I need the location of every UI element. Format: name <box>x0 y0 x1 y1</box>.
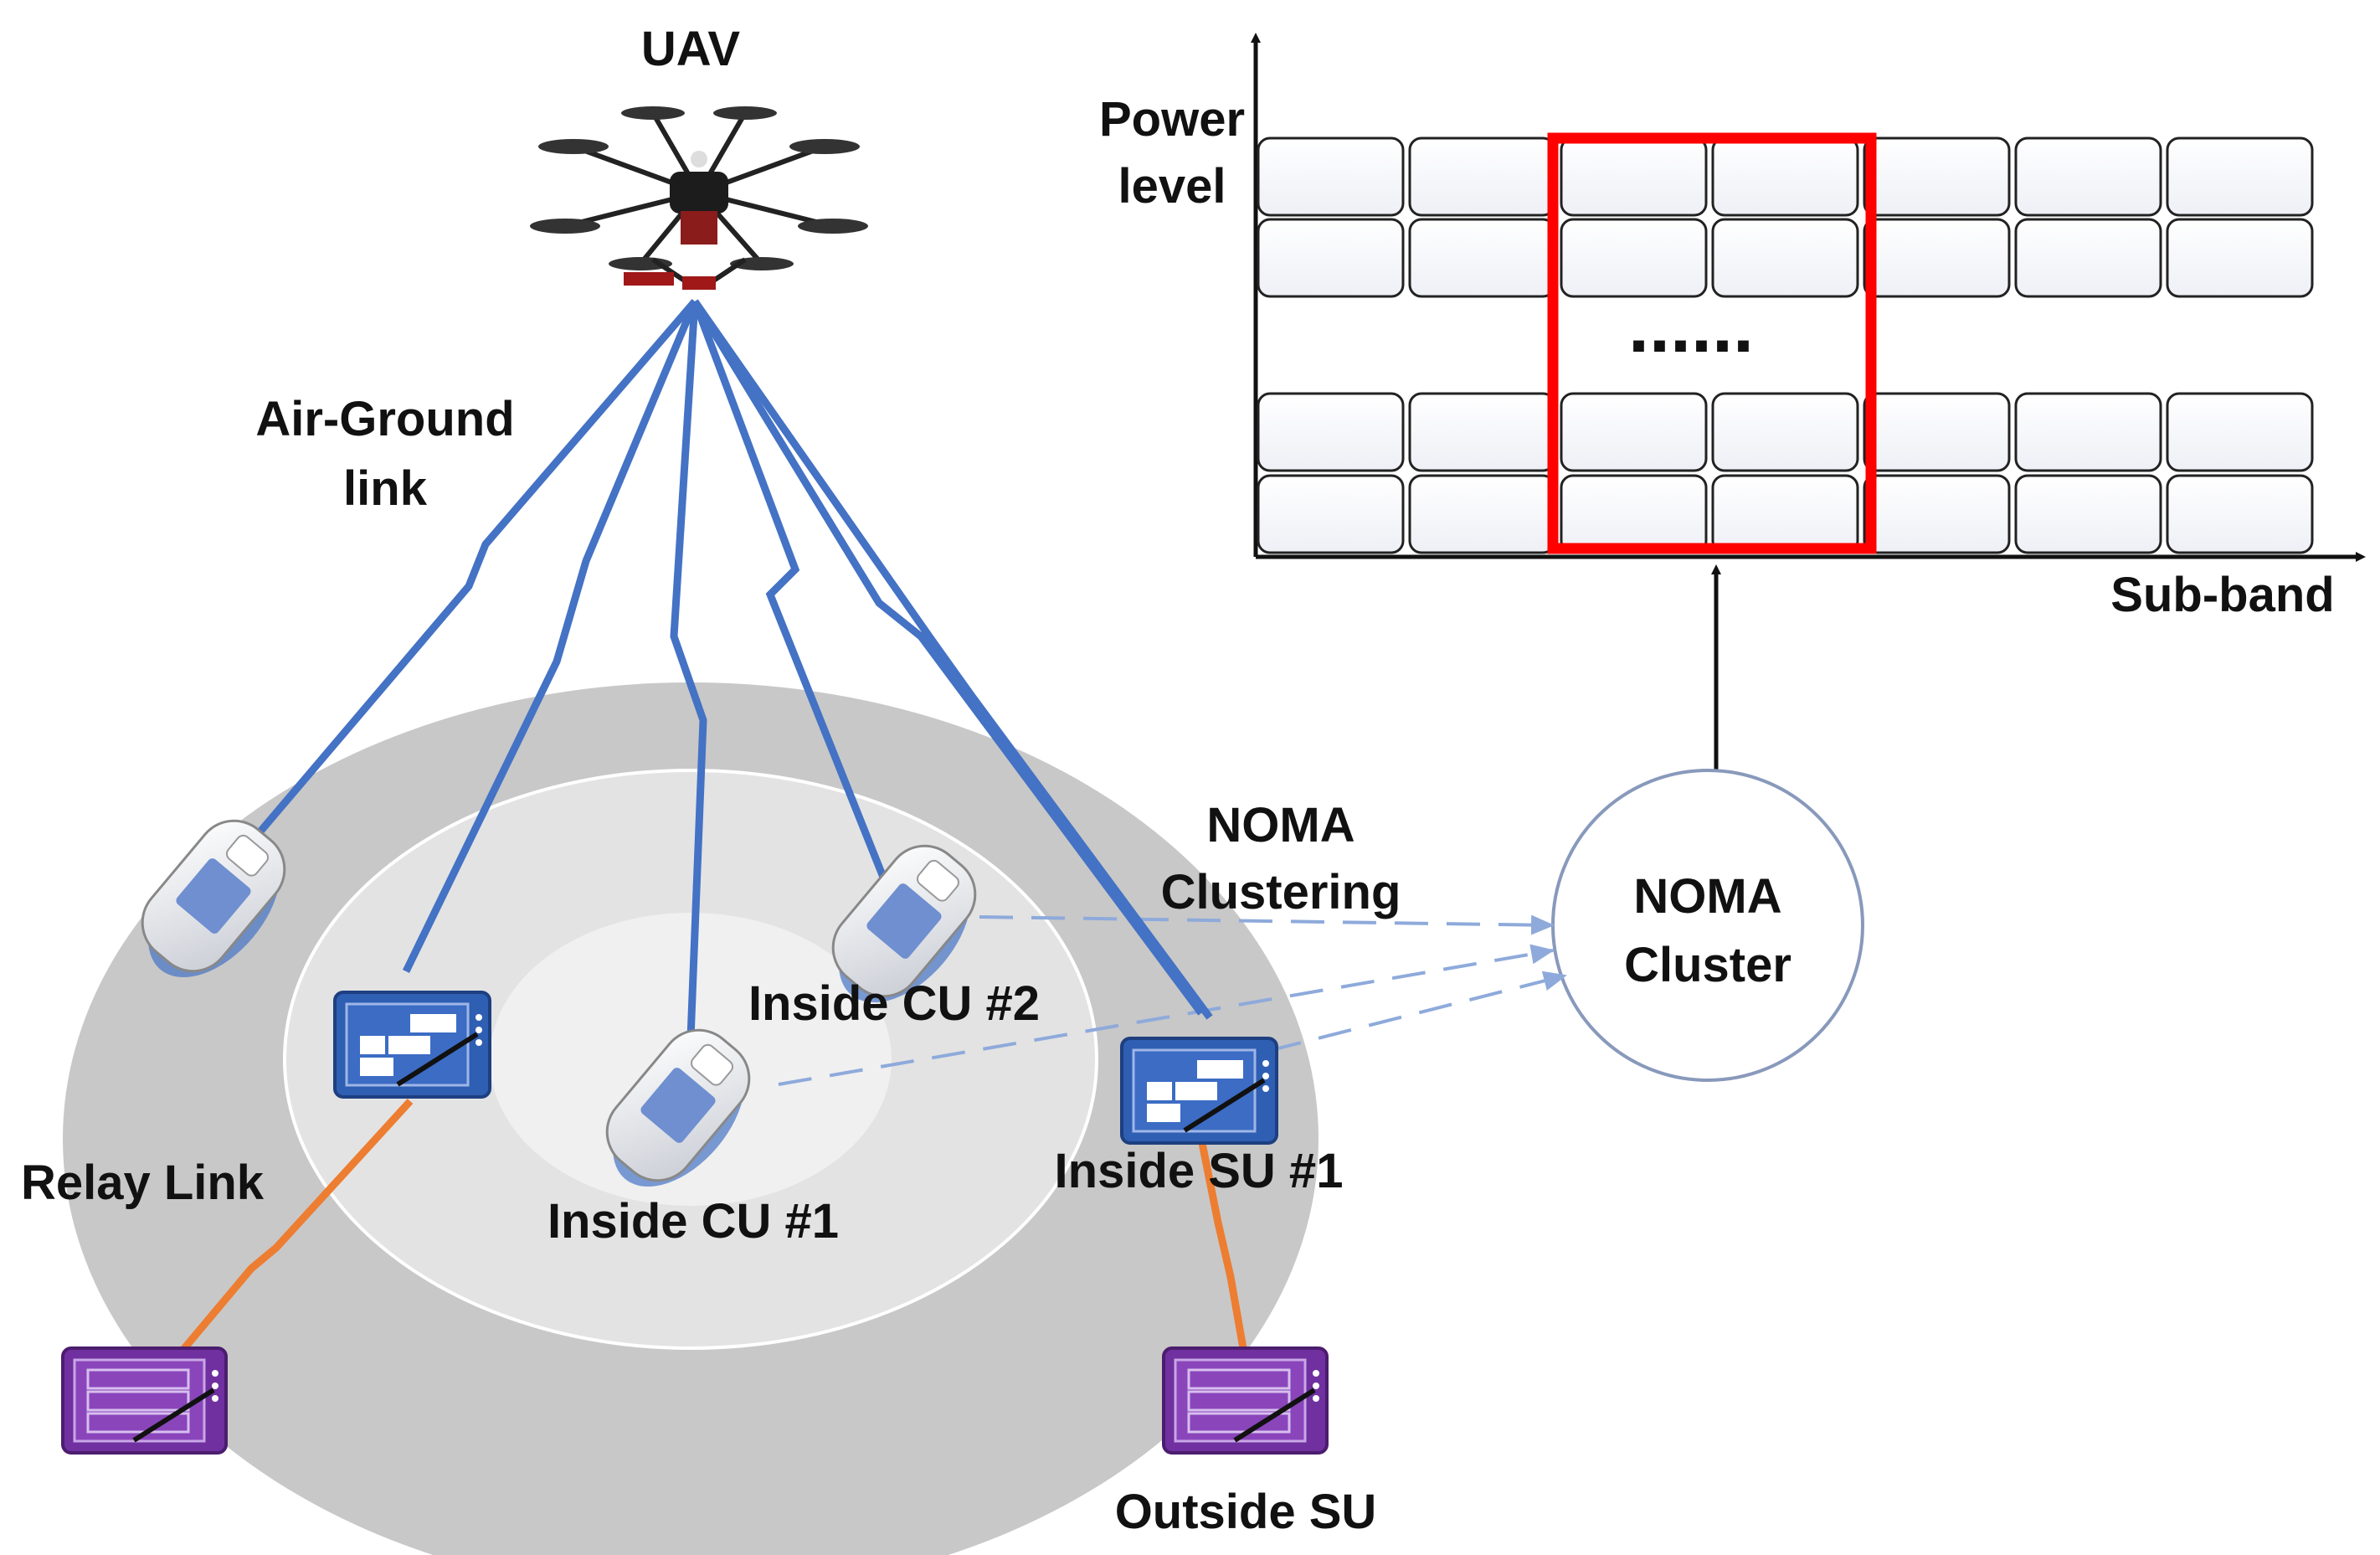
noma-cluster: NOMA Cluster <box>1551 564 1864 1082</box>
air-ground-label-2: link <box>343 461 428 516</box>
noma-clustering-links <box>778 914 1567 1086</box>
air-ground-link-phone-left <box>252 299 698 840</box>
noma-clustering-label-2: Clustering <box>1161 865 1401 919</box>
cu1-to-cluster-link <box>778 944 1555 1086</box>
uav-label: UAV <box>641 22 740 76</box>
cu2-to-cluster-link <box>979 914 1555 935</box>
grid-cell <box>1408 392 1556 472</box>
grid-cell <box>1711 474 1859 554</box>
power-level-label-1: Power <box>1099 92 1245 147</box>
tablet-icon <box>1162 1346 1329 1455</box>
noma-clustering-label-1: NOMA <box>1206 798 1354 852</box>
su1-to-cluster-link <box>1267 971 1567 1053</box>
outside-su-label: Outside SU <box>1115 1485 1377 1539</box>
phone-icon <box>605 1028 751 1187</box>
inside-su-1-label: Inside SU #1 <box>1055 1144 1344 1198</box>
grid-cell <box>1560 474 1708 554</box>
grid-cell <box>1863 474 2011 554</box>
grid-cell <box>1257 392 1405 472</box>
grid-cell <box>1408 136 1556 217</box>
air-ground-links <box>252 299 1213 1039</box>
grid-cell <box>2166 218 2314 298</box>
air-ground-link-cu1 <box>670 301 707 1039</box>
grid-cell <box>2014 136 2162 217</box>
inside-cu-2-label: Inside CU #2 <box>748 976 1040 1031</box>
grid-cell <box>1711 136 1859 217</box>
grid-cell <box>1257 218 1405 298</box>
relay-links <box>139 1098 1247 1401</box>
grid-cell <box>1560 392 1708 472</box>
grid-cell <box>1560 218 1708 298</box>
noma-cluster-label-2: Cluster <box>1624 938 1791 992</box>
power-subband-chart: ...... Power level Sub-band <box>1099 33 2366 622</box>
resource-grid <box>1257 136 2314 554</box>
grid-cell <box>1257 474 1405 554</box>
noma-cluster-highlight <box>1547 132 1877 554</box>
grid-cell <box>2166 474 2314 554</box>
air-ground-link-cu2 <box>691 300 892 889</box>
grid-cell <box>2166 392 2314 472</box>
air-ground-label-1: Air-Ground <box>255 392 514 446</box>
relay-link-right <box>1193 1117 1247 1349</box>
air-ground-link-su1-a <box>691 299 1205 1016</box>
grid-cell <box>1863 136 2011 217</box>
grid-cell <box>1863 218 2011 298</box>
grid-cell <box>1863 392 2011 472</box>
power-level-label-2: level <box>1118 159 1226 214</box>
phone-icon <box>141 819 286 978</box>
tablet-icon <box>333 991 491 1099</box>
air-ground-link-tablet-left <box>402 300 699 973</box>
grid-cell <box>1257 136 1405 217</box>
uav-icon <box>530 106 868 290</box>
air-ground-link-su1-b <box>691 299 1213 1020</box>
tablet-icon <box>1120 1037 1278 1145</box>
grid-cell <box>2014 218 2162 298</box>
grid-cell <box>1408 218 1556 298</box>
grid-cell <box>2014 474 2162 554</box>
phone-icon <box>831 844 977 1003</box>
grid-cell <box>1711 218 1859 298</box>
grid-cell <box>1408 474 1556 554</box>
tablet-icon <box>61 1346 228 1455</box>
ellipsis-text: ...... <box>1628 285 1754 368</box>
noma-cluster-circle <box>1551 769 1864 1082</box>
sub-band-label: Sub-band <box>2110 568 2334 622</box>
relay-link-label: Relay Link <box>21 1156 265 1210</box>
grid-cell <box>2014 392 2162 472</box>
relay-link-left <box>139 1098 414 1401</box>
noma-cluster-label-1: NOMA <box>1633 869 1781 924</box>
inside-cu-1-label: Inside CU #1 <box>547 1194 839 1249</box>
grid-cell <box>1711 392 1859 472</box>
grid-cell <box>2166 136 2314 217</box>
grid-cell <box>1560 136 1708 217</box>
